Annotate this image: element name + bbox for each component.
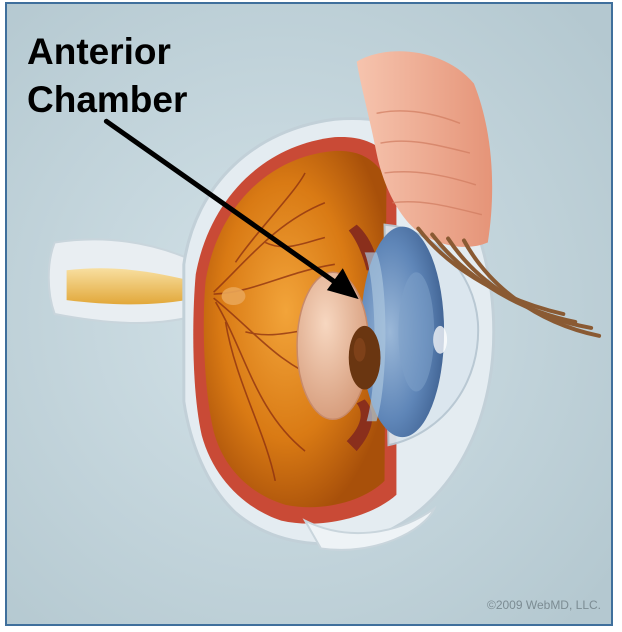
label-line-2: Chamber bbox=[27, 76, 187, 124]
iris-highlight bbox=[398, 272, 434, 391]
macula bbox=[222, 287, 246, 305]
label-line-1: Anterior bbox=[27, 28, 187, 76]
pupil-shine bbox=[354, 338, 366, 362]
anterior-chamber-label: Anterior Chamber bbox=[27, 28, 187, 124]
copyright-notice: ©2009 WebMD, LLC. bbox=[487, 598, 601, 612]
figure-frame: Anterior Chamber ©2009 WebMD, LLC. bbox=[5, 2, 613, 626]
pupil bbox=[349, 326, 381, 390]
cornea-highlight bbox=[433, 326, 447, 354]
